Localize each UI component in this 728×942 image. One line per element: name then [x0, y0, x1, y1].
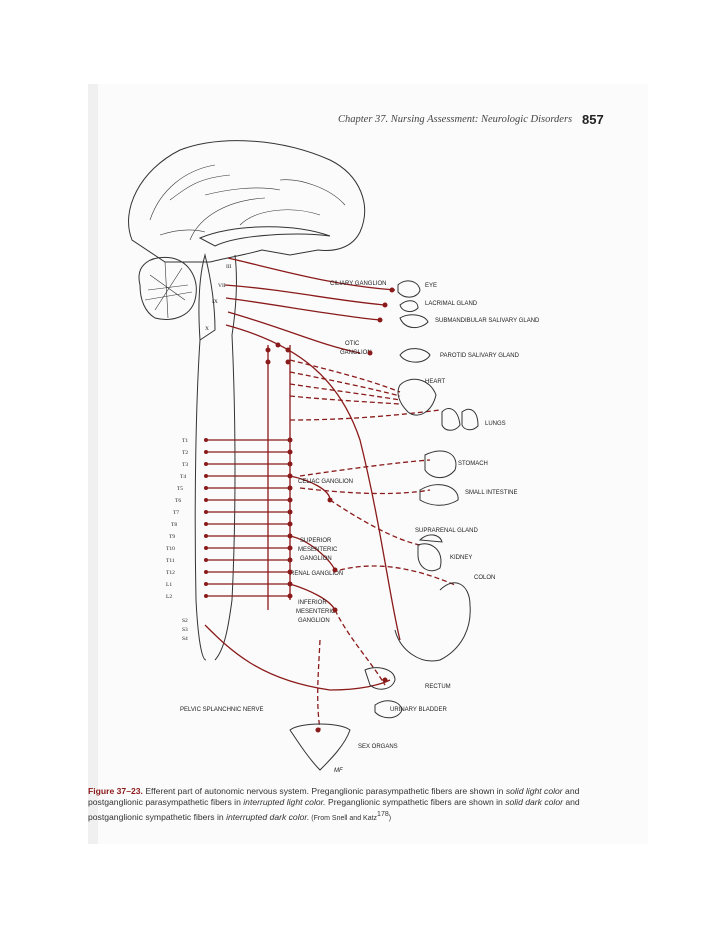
label-lacrimal: LACRIMAL GLAND — [425, 301, 478, 307]
caption-text-4: and postganglionic sympathetic fibers in — [88, 797, 580, 822]
segment-label: T12 — [166, 570, 175, 576]
label-inferior-mes-3: GANGLION — [298, 618, 330, 624]
artist-signature: MF — [334, 768, 343, 774]
lungs — [441, 408, 479, 431]
segment-label: T8 — [171, 522, 177, 528]
label-superior-mes-2: MESENTERIC — [298, 547, 338, 553]
label-bladder: URINARY BLADDER — [390, 707, 447, 713]
figure-number: Figure 37–23. — [88, 786, 143, 796]
label-ciliary-ganglion: CILIARY GANGLION — [330, 281, 386, 287]
label-suprarenal: SUPRARENAL GLAND — [415, 528, 478, 534]
brain-gyri — [149, 164, 346, 241]
label-pelvic: PELVIC SPLANCHNIC NERVE — [180, 707, 263, 713]
caption-ref: 178 — [377, 810, 389, 818]
label-parotid: PAROTID SALIVARY GLAND — [440, 353, 520, 359]
segment-label: L2 — [166, 594, 172, 600]
label-inferior-mes-2: MESENTERIC — [296, 609, 336, 615]
caption-text-2: and postganglionic parasympathetic fiber… — [88, 786, 580, 808]
submandibular-gland — [399, 314, 429, 328]
segment-label: T6 — [175, 498, 181, 504]
label-renal: RENAL GANGLION — [290, 571, 343, 577]
label-colon: COLON — [474, 575, 495, 581]
label-otic-2: GANGLION — [340, 350, 372, 356]
caption-text-3: Preganglionic sympathetic fibers are sho… — [325, 797, 506, 808]
cerebellum — [138, 256, 197, 320]
label-stomach: STOMACH — [458, 461, 488, 467]
segment-label: S2 — [182, 618, 188, 624]
label-submandibular: SUBMANDIBULAR SALIVARY GLAND — [435, 318, 540, 324]
label-eye: EYE — [425, 283, 437, 289]
caption-source: (From Snell and Katz — [309, 814, 378, 822]
caption-em-2: interrupted light color. — [243, 797, 326, 808]
cranial-label-III: III — [226, 264, 232, 270]
stomach — [424, 450, 457, 478]
segment-label: L1 — [166, 582, 172, 588]
caption-em-3: solid dark color — [505, 797, 563, 808]
caption-em-1: solid light color — [505, 786, 563, 796]
corpus-callosum — [198, 226, 331, 247]
label-inferior-mes-1: INFERIOR — [298, 600, 327, 606]
page-number: 857 — [582, 112, 604, 127]
running-header: Chapter 37. Nursing Assessment: Neurolog… — [338, 114, 573, 125]
scanned-page — [88, 84, 648, 844]
segment-label: T10 — [166, 546, 175, 552]
segment-label: T7 — [173, 510, 179, 516]
label-sex-organs: SEX ORGANS — [358, 744, 398, 750]
cranial-label-IX: IX — [212, 299, 218, 305]
segment-label: T4 — [180, 474, 186, 480]
label-heart: HEART — [425, 379, 446, 385]
small-intestine — [419, 484, 459, 506]
label-kidney: KIDNEY — [450, 555, 472, 561]
segment-label: T5 — [177, 486, 183, 492]
parotid-gland — [399, 348, 431, 363]
caption-em-4: interrupted dark color. — [226, 811, 310, 822]
eye — [397, 280, 421, 298]
segment-label: T3 — [182, 462, 188, 468]
label-superior-mes-1: SUPERIOR — [300, 538, 332, 544]
colon — [394, 582, 471, 662]
suprarenal-gland — [418, 534, 443, 543]
brain-outline — [128, 140, 365, 263]
label-celiac: CELIAC GANGLION — [298, 479, 353, 485]
page-edge-shadow — [88, 84, 98, 844]
caption-source-end: ) — [388, 814, 392, 822]
label-lungs: LUNGS — [485, 421, 506, 427]
rectum — [364, 667, 396, 690]
segment-label: T1 — [182, 438, 188, 444]
label-superior-mes-3: GANGLION — [300, 556, 332, 562]
heart — [397, 378, 437, 416]
urinary-bladder — [374, 700, 403, 719]
caption-text-1: Efferent part of autonomic nervous syste… — [142, 786, 506, 796]
segment-labels: T1 T2 T3 T4 T5 T6 T7 T8 T9 T10 T11 T12 L… — [166, 438, 188, 642]
sex-organs — [289, 723, 351, 771]
label-otic-1: OTIC — [345, 341, 360, 347]
segment-label: S3 — [182, 627, 188, 633]
figure-caption: Figure 37–23. Efferent part of autonomic… — [88, 786, 633, 824]
spinal-cord — [194, 334, 236, 661]
label-small-intestine: SMALL INTESTINE — [465, 490, 517, 496]
cranial-label-VII: VII — [218, 283, 226, 289]
cranial-label-X: X — [205, 326, 209, 332]
label-rectum: RECTUM — [425, 684, 451, 690]
lacrimal-gland — [399, 300, 419, 313]
ganglion-dots — [204, 287, 395, 733]
segment-label: T9 — [169, 534, 175, 540]
segment-label: T2 — [182, 450, 188, 456]
kidney — [417, 543, 442, 572]
segment-label: T11 — [166, 558, 175, 564]
segment-label: S4 — [182, 636, 188, 642]
